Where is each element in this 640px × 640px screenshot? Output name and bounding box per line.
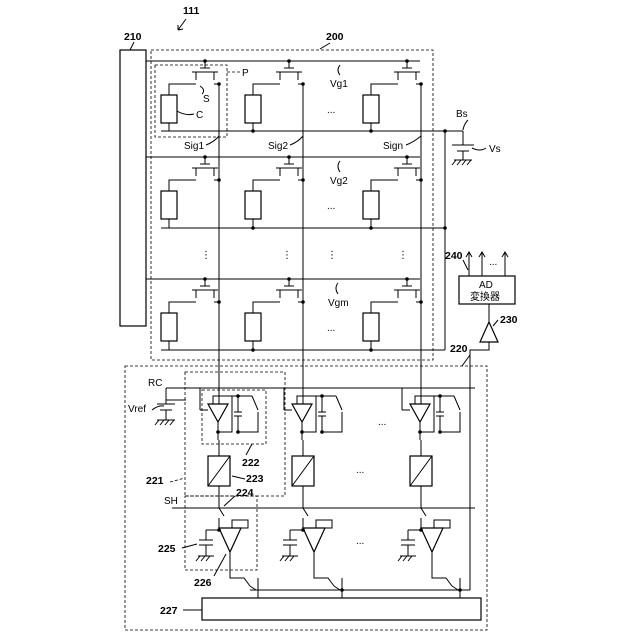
label-226: 226 — [194, 577, 212, 589]
pixel-P-label: P — [242, 68, 249, 79]
label-221: 221 — [146, 475, 164, 487]
array-ellipsis-r2: ... — [327, 201, 335, 212]
signal-label-sig2: Sig2 — [268, 141, 288, 152]
leader-230 — [493, 320, 498, 326]
array-vdots-c2: ⋮ — [282, 250, 292, 261]
bias-supply — [452, 120, 486, 165]
label-224: 224 — [236, 487, 254, 499]
signal-label-sign: Sign — [383, 141, 403, 152]
leader-223 — [232, 476, 245, 479]
ad-converter-label-jp: 変換器 — [470, 290, 500, 303]
sample-hold-switches — [219, 500, 426, 530]
integrator-col2 — [284, 388, 342, 440]
integrator-boundary-222 — [202, 390, 266, 444]
bias-voltage-label-vs: Vs — [489, 144, 501, 155]
bias-line-label-bs: Bs — [456, 109, 468, 120]
pixel-r3-c1 — [161, 277, 219, 350]
ad-converter-label-240: 240 — [445, 250, 463, 262]
mux-output-lines — [250, 500, 470, 598]
amplifier-230 — [480, 322, 498, 342]
pixel-r3-c3 — [363, 277, 421, 350]
vref-label: Vref — [128, 404, 146, 415]
ad-ellipsis: ... — [489, 257, 497, 268]
filter-ellipsis: ... — [356, 465, 364, 476]
vg1-leader — [338, 65, 340, 75]
label-225: 225 — [158, 543, 176, 555]
sample-hold-col3 — [398, 520, 452, 586]
pixel-r1-c2 — [245, 59, 303, 131]
pixel-array-boundary-200 — [151, 50, 433, 360]
vgm-leader — [336, 283, 338, 294]
vref-source — [155, 400, 186, 425]
array-ellipsis-r1: ... — [327, 105, 335, 116]
ad-converter-label-ad: AD — [479, 280, 493, 291]
gate-label-vgm: Vgm — [328, 298, 349, 309]
pixel-r1-c3 — [363, 59, 421, 131]
label-227: 227 — [160, 605, 178, 617]
sample-hold-ellipsis: ... — [356, 536, 364, 547]
label-223: 223 — [246, 473, 264, 485]
array-vdots-c3: ⋮ — [398, 250, 408, 261]
gate-lines — [146, 61, 420, 279]
switch-S-label: S — [203, 94, 210, 105]
leader-226 — [214, 554, 226, 576]
leader-222 — [246, 444, 252, 455]
pixel-r2-c3 — [363, 155, 421, 228]
capacitor-C-label: C — [196, 110, 203, 121]
leader-210 — [130, 42, 134, 50]
leader-224 — [224, 496, 235, 506]
sh-label: SH — [164, 496, 178, 507]
shift-register-227 — [202, 598, 481, 620]
gate-driver-label-210: 210 — [124, 31, 142, 43]
sig1-leader — [206, 136, 219, 145]
ad-output-arrows — [466, 252, 508, 276]
gate-driver-210 — [120, 50, 146, 326]
integrator-col3 — [402, 388, 460, 440]
readout-label-220: 220 — [450, 343, 468, 355]
array-vdots-mid: ⋮ — [327, 250, 337, 261]
vref-leader — [152, 406, 164, 410]
signal-label-sig1: Sig1 — [184, 141, 204, 152]
pixel-r2-c2 — [245, 155, 303, 228]
ref-111-arrow — [178, 19, 186, 30]
gate-label-vg1: Vg1 — [330, 79, 348, 90]
sign-leader — [406, 136, 421, 145]
gate-label-vg2: Vg2 — [330, 176, 348, 187]
array-ellipsis-r3: ... — [327, 323, 335, 334]
leader-220 — [462, 355, 470, 366]
capacitor-C-leader — [177, 111, 194, 115]
leader-221 — [170, 478, 185, 482]
switch-S-leader — [200, 86, 204, 94]
amplifier-label-230: 230 — [500, 314, 518, 326]
vg2-leader — [338, 161, 340, 172]
leader-240 — [463, 260, 468, 270]
pixel-r2-c1 — [161, 155, 219, 228]
leader-200 — [320, 43, 330, 49]
leader-225 — [182, 544, 197, 548]
pixel-array-label-200: 200 — [326, 31, 344, 43]
ref-111-label: 111 — [183, 5, 200, 17]
integrator-col1 — [200, 388, 258, 440]
sample-hold-col2 — [280, 520, 334, 586]
pixel-r3-c2 — [245, 277, 303, 350]
integrator-ellipsis: ... — [378, 417, 386, 428]
rc-label: RC — [148, 378, 162, 389]
pixel-cells — [161, 59, 421, 350]
array-vdots-c1: ⋮ — [201, 250, 211, 261]
label-222: 222 — [242, 457, 260, 469]
sig2-leader — [290, 136, 303, 145]
pixel-r1-c1 — [161, 59, 219, 131]
